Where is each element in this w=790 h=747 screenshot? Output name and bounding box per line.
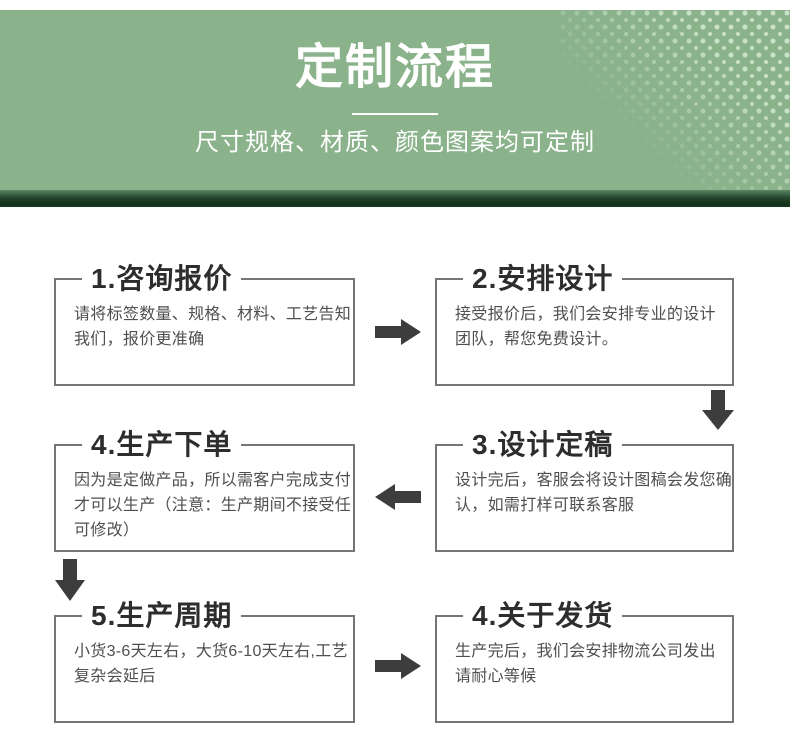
step-title: 3.设计定稿: [463, 427, 623, 463]
header-banner: 定制流程 尺寸规格、材质、颜色图案均可定制: [0, 10, 790, 190]
arrow-down-icon: [55, 559, 85, 601]
step-box-design-final: 3.设计定稿 设计完后，客服会将设计图稿会发您确 认，如需打样可联系客服: [435, 427, 734, 552]
halftone-dots-pattern: [560, 10, 790, 190]
step-box-production-order: 4.生产下单 因为是定做产品，所以需客户完成支付 才可以生产（注意：生产期间不接…: [54, 427, 355, 552]
arrow-right-icon: [375, 318, 421, 346]
step-title: 1.咨询报价: [82, 261, 242, 297]
step-box-arrange-design: 2.安排设计 接受报价后，我们会安排专业的设计 团队，帮您免费设计。: [435, 261, 734, 386]
step-title: 4.生产下单: [82, 427, 242, 463]
step-box-consult-quote: 1.咨询报价 请将标签数量、规格、材料、工艺告知 我们，报价更准确: [54, 261, 355, 386]
arrow-left-icon: [375, 483, 421, 511]
arrow-right-icon: [375, 652, 421, 680]
step-text: 设计完后，客服会将设计图稿会发您确 认，如需打样可联系客服: [455, 472, 733, 514]
step-text: 生产完后，我们会安排物流公司发出 请耐心等候: [455, 643, 716, 685]
arrow-down-icon: [702, 390, 734, 430]
step-box-shipping: 4.关于发货 生产完后，我们会安排物流公司发出 请耐心等候: [435, 598, 734, 723]
step-box-production-cycle: 5.生产周期 小货3-6天左右，大货6-10天左右,工艺 复杂会延后: [54, 598, 355, 723]
step-title: 5.生产周期: [82, 598, 242, 634]
step-text: 因为是定做产品，所以需客户完成支付 才可以生产（注意：生产期间不接受任 可修改）: [74, 472, 352, 539]
step-title: 4.关于发货: [463, 598, 623, 634]
step-text: 请将标签数量、规格、材料、工艺告知 我们，报价更准确: [74, 306, 352, 348]
step-text: 接受报价后，我们会安排专业的设计 团队，帮您免费设计。: [455, 306, 716, 348]
step-title: 2.安排设计: [463, 261, 623, 297]
page-title: 定制流程: [294, 41, 495, 94]
banner-bottom-strip: [0, 190, 790, 207]
title-divider: [352, 113, 438, 115]
step-text: 小货3-6天左右，大货6-10天左右,工艺 复杂会延后: [74, 643, 348, 685]
page-subtitle: 尺寸规格、材质、颜色图案均可定制: [195, 129, 595, 156]
